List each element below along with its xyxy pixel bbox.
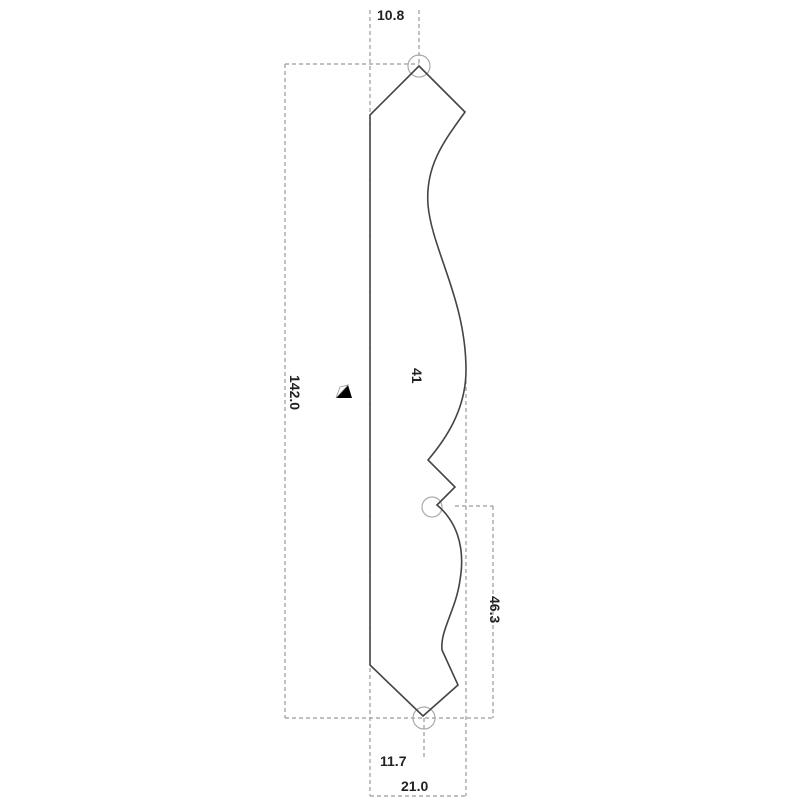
apex-bottom-marker <box>412 706 436 730</box>
notch-marker <box>421 496 443 518</box>
dimension-lines <box>284 10 495 797</box>
profile-number: 41 <box>409 368 425 384</box>
dim-top-offset: 10.8 <box>377 7 404 23</box>
dim-width: 21.0 <box>401 778 428 794</box>
orientation-arrow-icon <box>335 384 352 399</box>
dim-bottom-offset: 11.7 <box>380 753 407 769</box>
apex-top-marker <box>407 54 431 78</box>
profile-outline <box>369 64 467 718</box>
dim-notch-height: 46.3 <box>487 596 503 623</box>
dim-height: 142.0 <box>287 375 303 410</box>
